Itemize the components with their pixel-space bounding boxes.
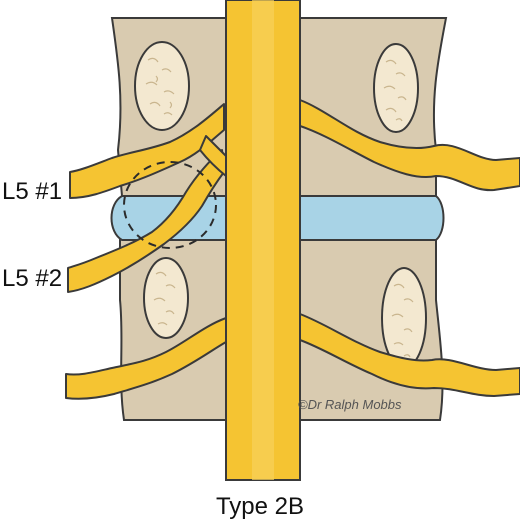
nerve-root-lower-left — [65, 317, 227, 400]
spinal-cord-highlight — [252, 0, 274, 480]
nerve-root-upper-right — [299, 99, 520, 192]
pedicle-lower-right — [381, 267, 427, 369]
pedicle-lower-left — [143, 257, 189, 339]
label-l5-2: L5 #2 — [2, 265, 63, 292]
nerve-root-lower-right — [299, 313, 520, 397]
pedicle-upper-right — [373, 43, 419, 133]
nerve-root-l5-2 — [67, 149, 225, 293]
copyright-text: ©Dr Ralph Mobbs — [298, 397, 402, 412]
nerve-root-l5-1 — [69, 103, 225, 199]
label-l5-1: L5 #1 — [2, 178, 63, 205]
pedicle-upper-left — [134, 41, 190, 131]
highlight-circle — [123, 161, 217, 249]
caption: Type 2B — [215, 493, 305, 520]
